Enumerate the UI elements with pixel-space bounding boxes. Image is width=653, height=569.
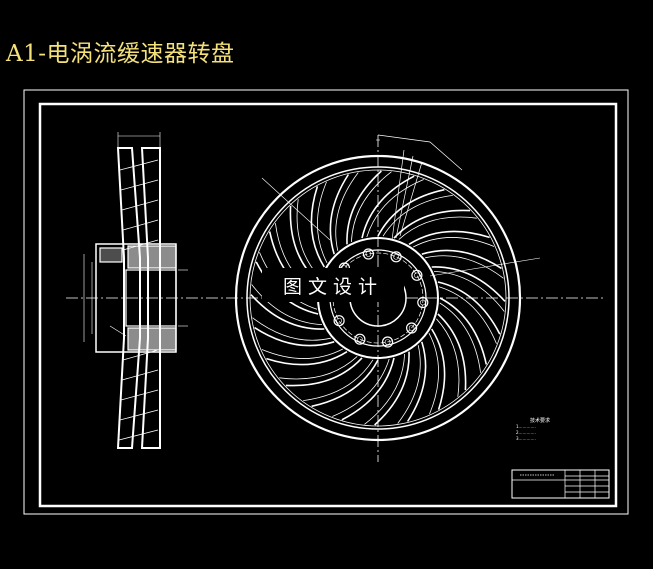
blade xyxy=(374,351,410,426)
blade xyxy=(431,266,506,302)
blade-edge xyxy=(438,286,497,344)
bolt-hole xyxy=(417,296,429,309)
blade xyxy=(254,326,335,347)
blade xyxy=(437,281,501,335)
outer-border xyxy=(23,89,629,515)
bolt-hole-inner xyxy=(419,299,426,306)
bolt-hole-inner xyxy=(336,317,342,324)
blade xyxy=(266,351,348,366)
section-view xyxy=(83,132,188,449)
notes-line-2: 2.………… xyxy=(516,430,536,435)
blade xyxy=(393,209,471,239)
bolt-hole xyxy=(406,322,418,334)
blade xyxy=(250,294,325,330)
blade xyxy=(311,359,379,408)
blade-edge xyxy=(436,318,460,397)
blade xyxy=(439,297,488,365)
bolt-hole xyxy=(333,315,345,327)
blade-edge xyxy=(428,333,439,415)
notes-heading: 技术要求 xyxy=(530,418,551,424)
title-block xyxy=(511,469,610,499)
blade-edge xyxy=(366,179,424,238)
blade xyxy=(341,357,395,421)
watermark-label: 图文设计 xyxy=(262,268,404,302)
bolt-hole-inner xyxy=(384,339,391,345)
bolt-hole xyxy=(382,336,394,348)
blade-edge xyxy=(398,216,477,240)
bolt-hole xyxy=(354,333,366,345)
blade xyxy=(437,313,467,391)
bolt-hole xyxy=(390,251,402,263)
blade-edge xyxy=(335,172,359,251)
blades xyxy=(250,170,506,426)
blade-edge xyxy=(433,271,505,312)
blade xyxy=(310,186,325,268)
blade xyxy=(361,175,415,239)
technical-notes: 技术要求 1.………… 2.………… 3.………… xyxy=(516,418,550,442)
blade xyxy=(431,328,446,410)
blade-edge xyxy=(413,237,495,248)
blade-edge xyxy=(397,345,421,424)
bolt-hole-inner xyxy=(357,336,363,343)
blade-edge xyxy=(252,317,331,341)
blade-edge xyxy=(332,358,390,417)
blade-edge xyxy=(364,353,405,425)
page-title: A1-电涡流缓速器转盘 xyxy=(6,41,235,67)
notes-line-3: 3.………… xyxy=(516,436,536,441)
blade xyxy=(377,188,445,237)
blade-edge xyxy=(296,199,320,278)
blade xyxy=(285,357,363,387)
bolt-hole-inner xyxy=(408,325,415,331)
blade xyxy=(346,170,382,245)
bolt-hole-inner xyxy=(393,253,399,260)
bolt-hole xyxy=(411,269,423,281)
blade-edge xyxy=(351,171,392,243)
blade xyxy=(408,230,490,245)
blade-edge xyxy=(261,348,343,359)
blade-edge xyxy=(439,302,481,373)
bolt-hole-inner xyxy=(365,251,372,257)
blade-edge xyxy=(317,181,328,263)
blade xyxy=(421,249,502,270)
bolt-hole-inner xyxy=(414,272,420,279)
blade xyxy=(406,341,427,422)
blade-edge xyxy=(251,284,323,325)
blade xyxy=(329,174,350,255)
blade-edge xyxy=(279,356,358,380)
blade-edge xyxy=(303,359,374,401)
bolt-hole xyxy=(362,248,374,260)
notes-line-1: 1.………… xyxy=(516,424,536,429)
blade-edge xyxy=(425,255,504,279)
blade-edge xyxy=(382,195,453,237)
inner-border xyxy=(38,102,618,508)
